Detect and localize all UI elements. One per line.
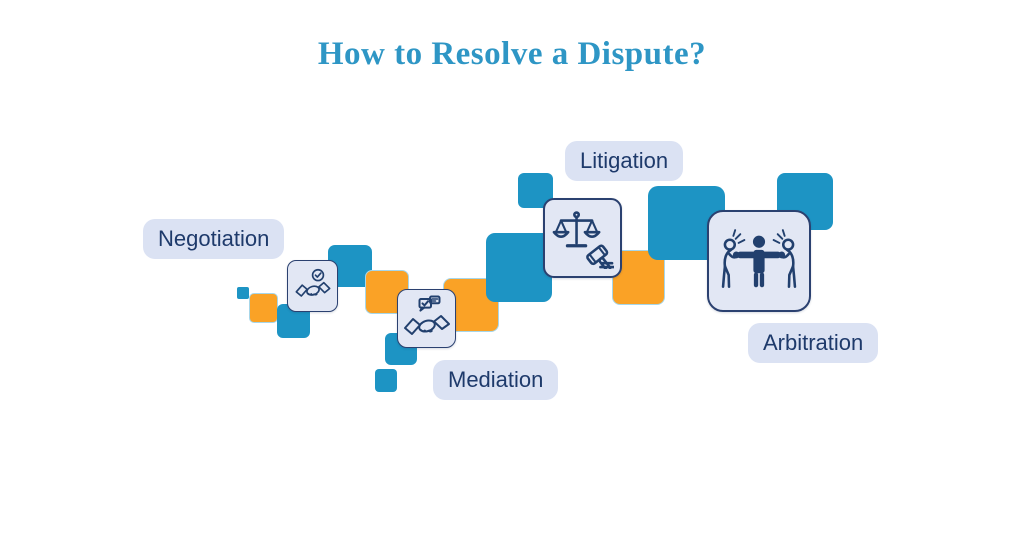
label-mediation: Mediation [433, 360, 559, 400]
label-arbitration: Arbitration [748, 323, 879, 363]
page-title: How to Resolve a Dispute? [317, 36, 707, 72]
label-negotiation: Negotiation [143, 219, 285, 259]
handshake-check-icon [295, 268, 330, 297]
handshake-chat-icon [403, 295, 450, 335]
scales-gavel-icon [552, 211, 614, 269]
decor-square [486, 233, 552, 302]
mediator-people-icon [721, 229, 797, 288]
mediation-tile [397, 289, 456, 348]
label-litigation: Litigation [565, 141, 684, 181]
negotiation-tile [287, 260, 338, 312]
litigation-tile [543, 198, 622, 278]
decor-square [249, 293, 278, 323]
decor-square [237, 287, 249, 299]
decor-square [375, 369, 397, 392]
arbitration-tile [707, 210, 811, 312]
